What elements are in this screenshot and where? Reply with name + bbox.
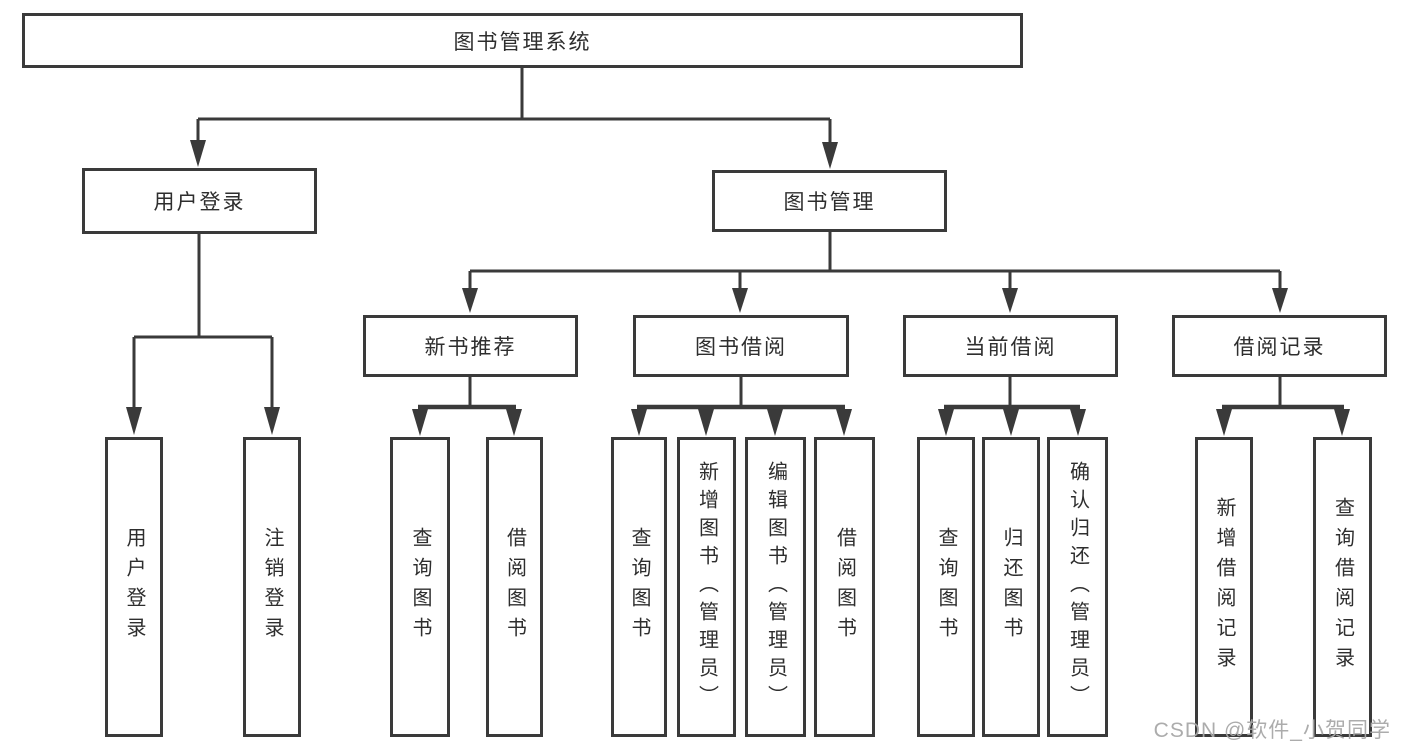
leaf-borrow-books-1-label: 借阅图书 xyxy=(503,527,526,647)
arrowhead-current-borrowing xyxy=(1002,288,1018,313)
arrowhead-new-book-recommend xyxy=(462,288,478,313)
leaf-query-books-3-label: 查询图书 xyxy=(935,527,957,647)
leaf-query-books-2-label: 查询图书 xyxy=(628,527,650,647)
leaf-add-book-admin: 新增图书（管理员） xyxy=(677,437,736,737)
arrowhead-book-borrowing xyxy=(732,288,748,313)
leaf-add-book-admin-label: 新增图书（管理员） xyxy=(695,461,718,713)
leaf-add-borrow-record: 新增借阅记录 xyxy=(1195,437,1253,737)
node-root-library-system: 图书管理系统 xyxy=(22,13,1023,68)
arrowhead-leaf-add-book xyxy=(698,409,714,436)
node-new-book-recommend: 新书推荐 xyxy=(363,315,578,377)
node-book-management: 图书管理 xyxy=(712,170,947,232)
edge-book-management-to-level2 xyxy=(468,232,1282,290)
arrowhead-user-login xyxy=(190,140,206,167)
leaf-borrow-books-2-label: 借阅图书 xyxy=(833,527,856,647)
leaf-query-books-2: 查询图书 xyxy=(611,437,667,737)
leaf-confirm-return-admin: 确认归还（管理员） xyxy=(1047,437,1108,737)
arrowhead-borrowing-records xyxy=(1272,288,1288,313)
arrowhead-leaf-confirm-return xyxy=(1070,409,1086,436)
arrowhead-leaf-return-book xyxy=(1003,409,1019,436)
arrowhead-leaf-logout xyxy=(264,407,280,435)
arrowhead-leaf-borrow-books-2 xyxy=(836,409,852,436)
leaf-borrow-books-2: 借阅图书 xyxy=(814,437,875,737)
leaf-user-login: 用户登录 xyxy=(105,437,163,737)
arrowhead-leaf-query-record xyxy=(1334,409,1350,436)
node-current-borrowing: 当前借阅 xyxy=(903,315,1118,377)
node-book-borrowing: 图书借阅 xyxy=(633,315,849,377)
csdn-watermark: CSDN @软件_小贺同学 xyxy=(1153,719,1391,742)
leaf-return-book-label: 归还图书 xyxy=(1000,527,1022,647)
leaf-confirm-return-admin-label: 确认归还（管理员） xyxy=(1066,461,1089,713)
arrowhead-leaf-query-books-3 xyxy=(938,409,954,436)
leaf-return-book: 归还图书 xyxy=(982,437,1040,737)
node-user-login: 用户登录 xyxy=(82,168,317,234)
leaf-add-borrow-record-label: 新增借阅记录 xyxy=(1213,497,1235,677)
arrowhead-leaf-add-record xyxy=(1216,409,1232,436)
edge-user-login-to-leaves xyxy=(132,234,274,409)
arrowhead-leaf-user-login xyxy=(126,407,142,435)
leaf-query-books-1-label: 查询图书 xyxy=(409,527,431,647)
leaf-query-borrow-record-label: 查询借阅记录 xyxy=(1331,497,1354,677)
leaf-query-books-1: 查询图书 xyxy=(390,437,450,737)
leaf-query-books-3: 查询图书 xyxy=(917,437,975,737)
leaf-edit-book-admin-label: 编辑图书（管理员） xyxy=(764,461,787,713)
arrowhead-leaf-query-books-1 xyxy=(412,409,428,436)
leaf-query-borrow-record: 查询借阅记录 xyxy=(1313,437,1372,737)
leaf-edit-book-admin: 编辑图书（管理员） xyxy=(745,437,806,737)
arrowhead-leaf-edit-book xyxy=(767,409,783,436)
arrowhead-leaf-query-books-2 xyxy=(631,409,647,436)
leaf-logout: 注销登录 xyxy=(243,437,301,737)
edge-root-to-level1 xyxy=(196,68,832,145)
leaf-logout-label: 注销登录 xyxy=(261,527,283,647)
arrowhead-leaf-borrow-books-1 xyxy=(506,409,522,436)
arrowhead-book-management xyxy=(822,142,838,169)
leaf-borrow-books-1: 借阅图书 xyxy=(486,437,543,737)
node-borrowing-records: 借阅记录 xyxy=(1172,315,1387,377)
leaf-user-login-label: 用户登录 xyxy=(123,527,145,647)
